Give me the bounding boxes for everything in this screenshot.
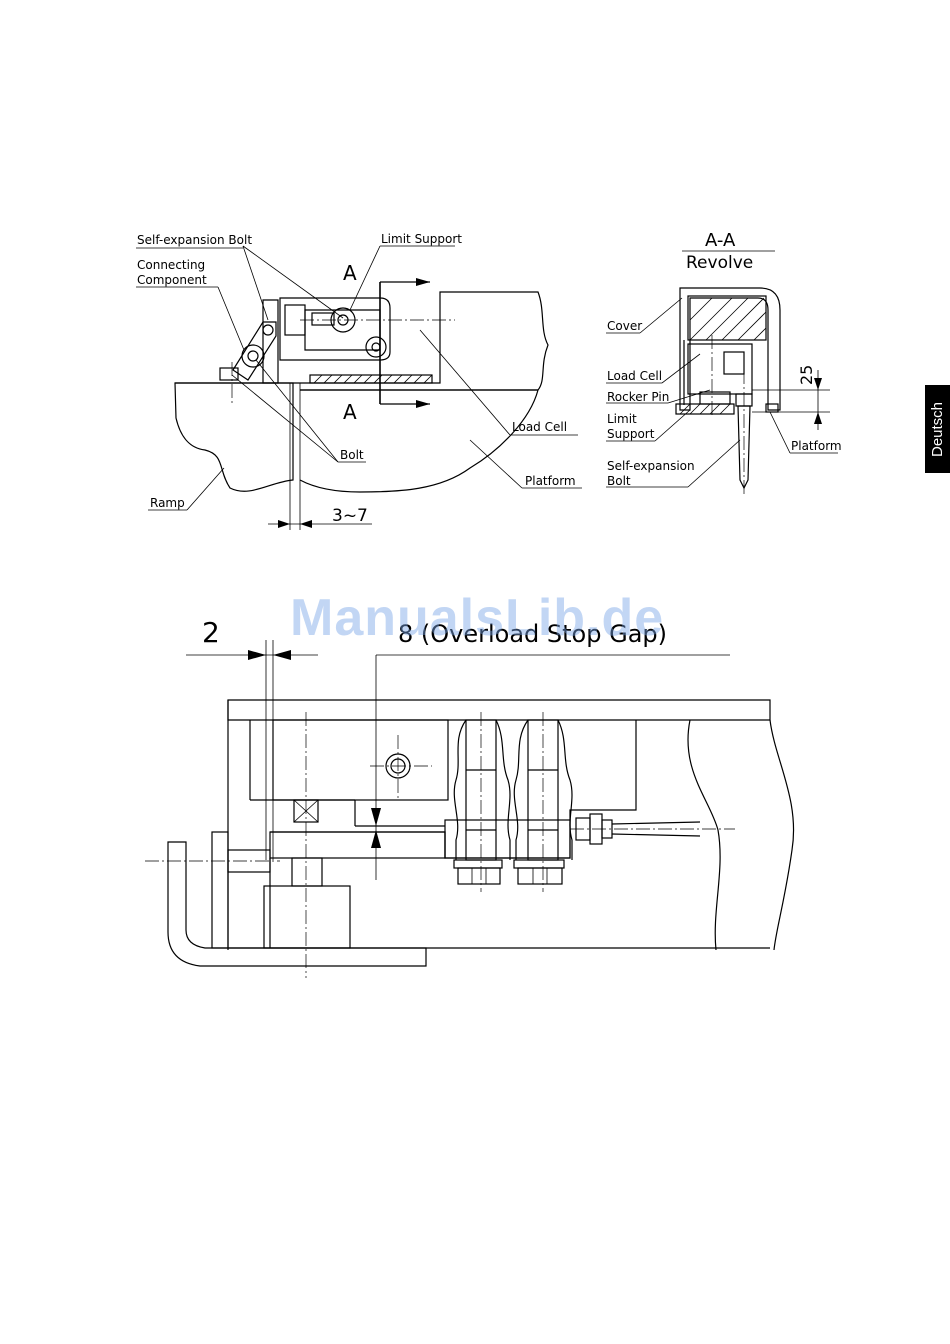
label-self-expansion-bolt: Self-expansion Bolt: [137, 233, 252, 247]
label-rocker-pin: Rocker Pin: [607, 390, 669, 404]
watermark: ManualsLib.de: [290, 588, 664, 648]
label-bolt: Bolt: [340, 448, 364, 462]
label-load-cell: Load Cell: [512, 420, 567, 434]
figure-top-left: A A 3~7 Self-expansion Bolt: [136, 232, 582, 530]
label-limit: Limit: [607, 412, 637, 426]
revolve-label: Revolve: [686, 253, 753, 273]
label-limit-support: Limit Support: [381, 232, 462, 246]
label-connecting: Connecting: [137, 258, 205, 272]
language-tab[interactable]: Deutsch: [925, 385, 950, 473]
label-ramp: Ramp: [150, 496, 185, 510]
language-tab-label: Deutsch: [929, 401, 946, 456]
label-cover: Cover: [607, 319, 642, 333]
label-self-expansion: Self-expansion: [607, 459, 695, 473]
figure-top-right: A-A Revolve: [606, 230, 842, 495]
section-title: A-A: [705, 230, 736, 251]
label-component: Component: [137, 273, 207, 287]
label-load-cell: Load Cell: [607, 369, 662, 383]
figure-bottom: 2 8 (Overload Stop Gap): [145, 616, 794, 978]
height-dimension-25: 25: [797, 365, 816, 385]
bolt-left: [454, 712, 510, 892]
section-mark-bottom: A: [343, 400, 357, 424]
section-mark-top: A: [343, 261, 357, 285]
gap-dimension-3-7: 3~7: [332, 506, 368, 526]
ramp-outline: [175, 383, 293, 491]
label-support: Support: [607, 427, 655, 441]
label-platform: Platform: [525, 474, 576, 488]
bolt-right: [514, 712, 572, 892]
label-bolt: Bolt: [607, 474, 631, 488]
gap-dimension-2: 2: [202, 616, 220, 649]
label-platform: Platform: [791, 439, 842, 453]
